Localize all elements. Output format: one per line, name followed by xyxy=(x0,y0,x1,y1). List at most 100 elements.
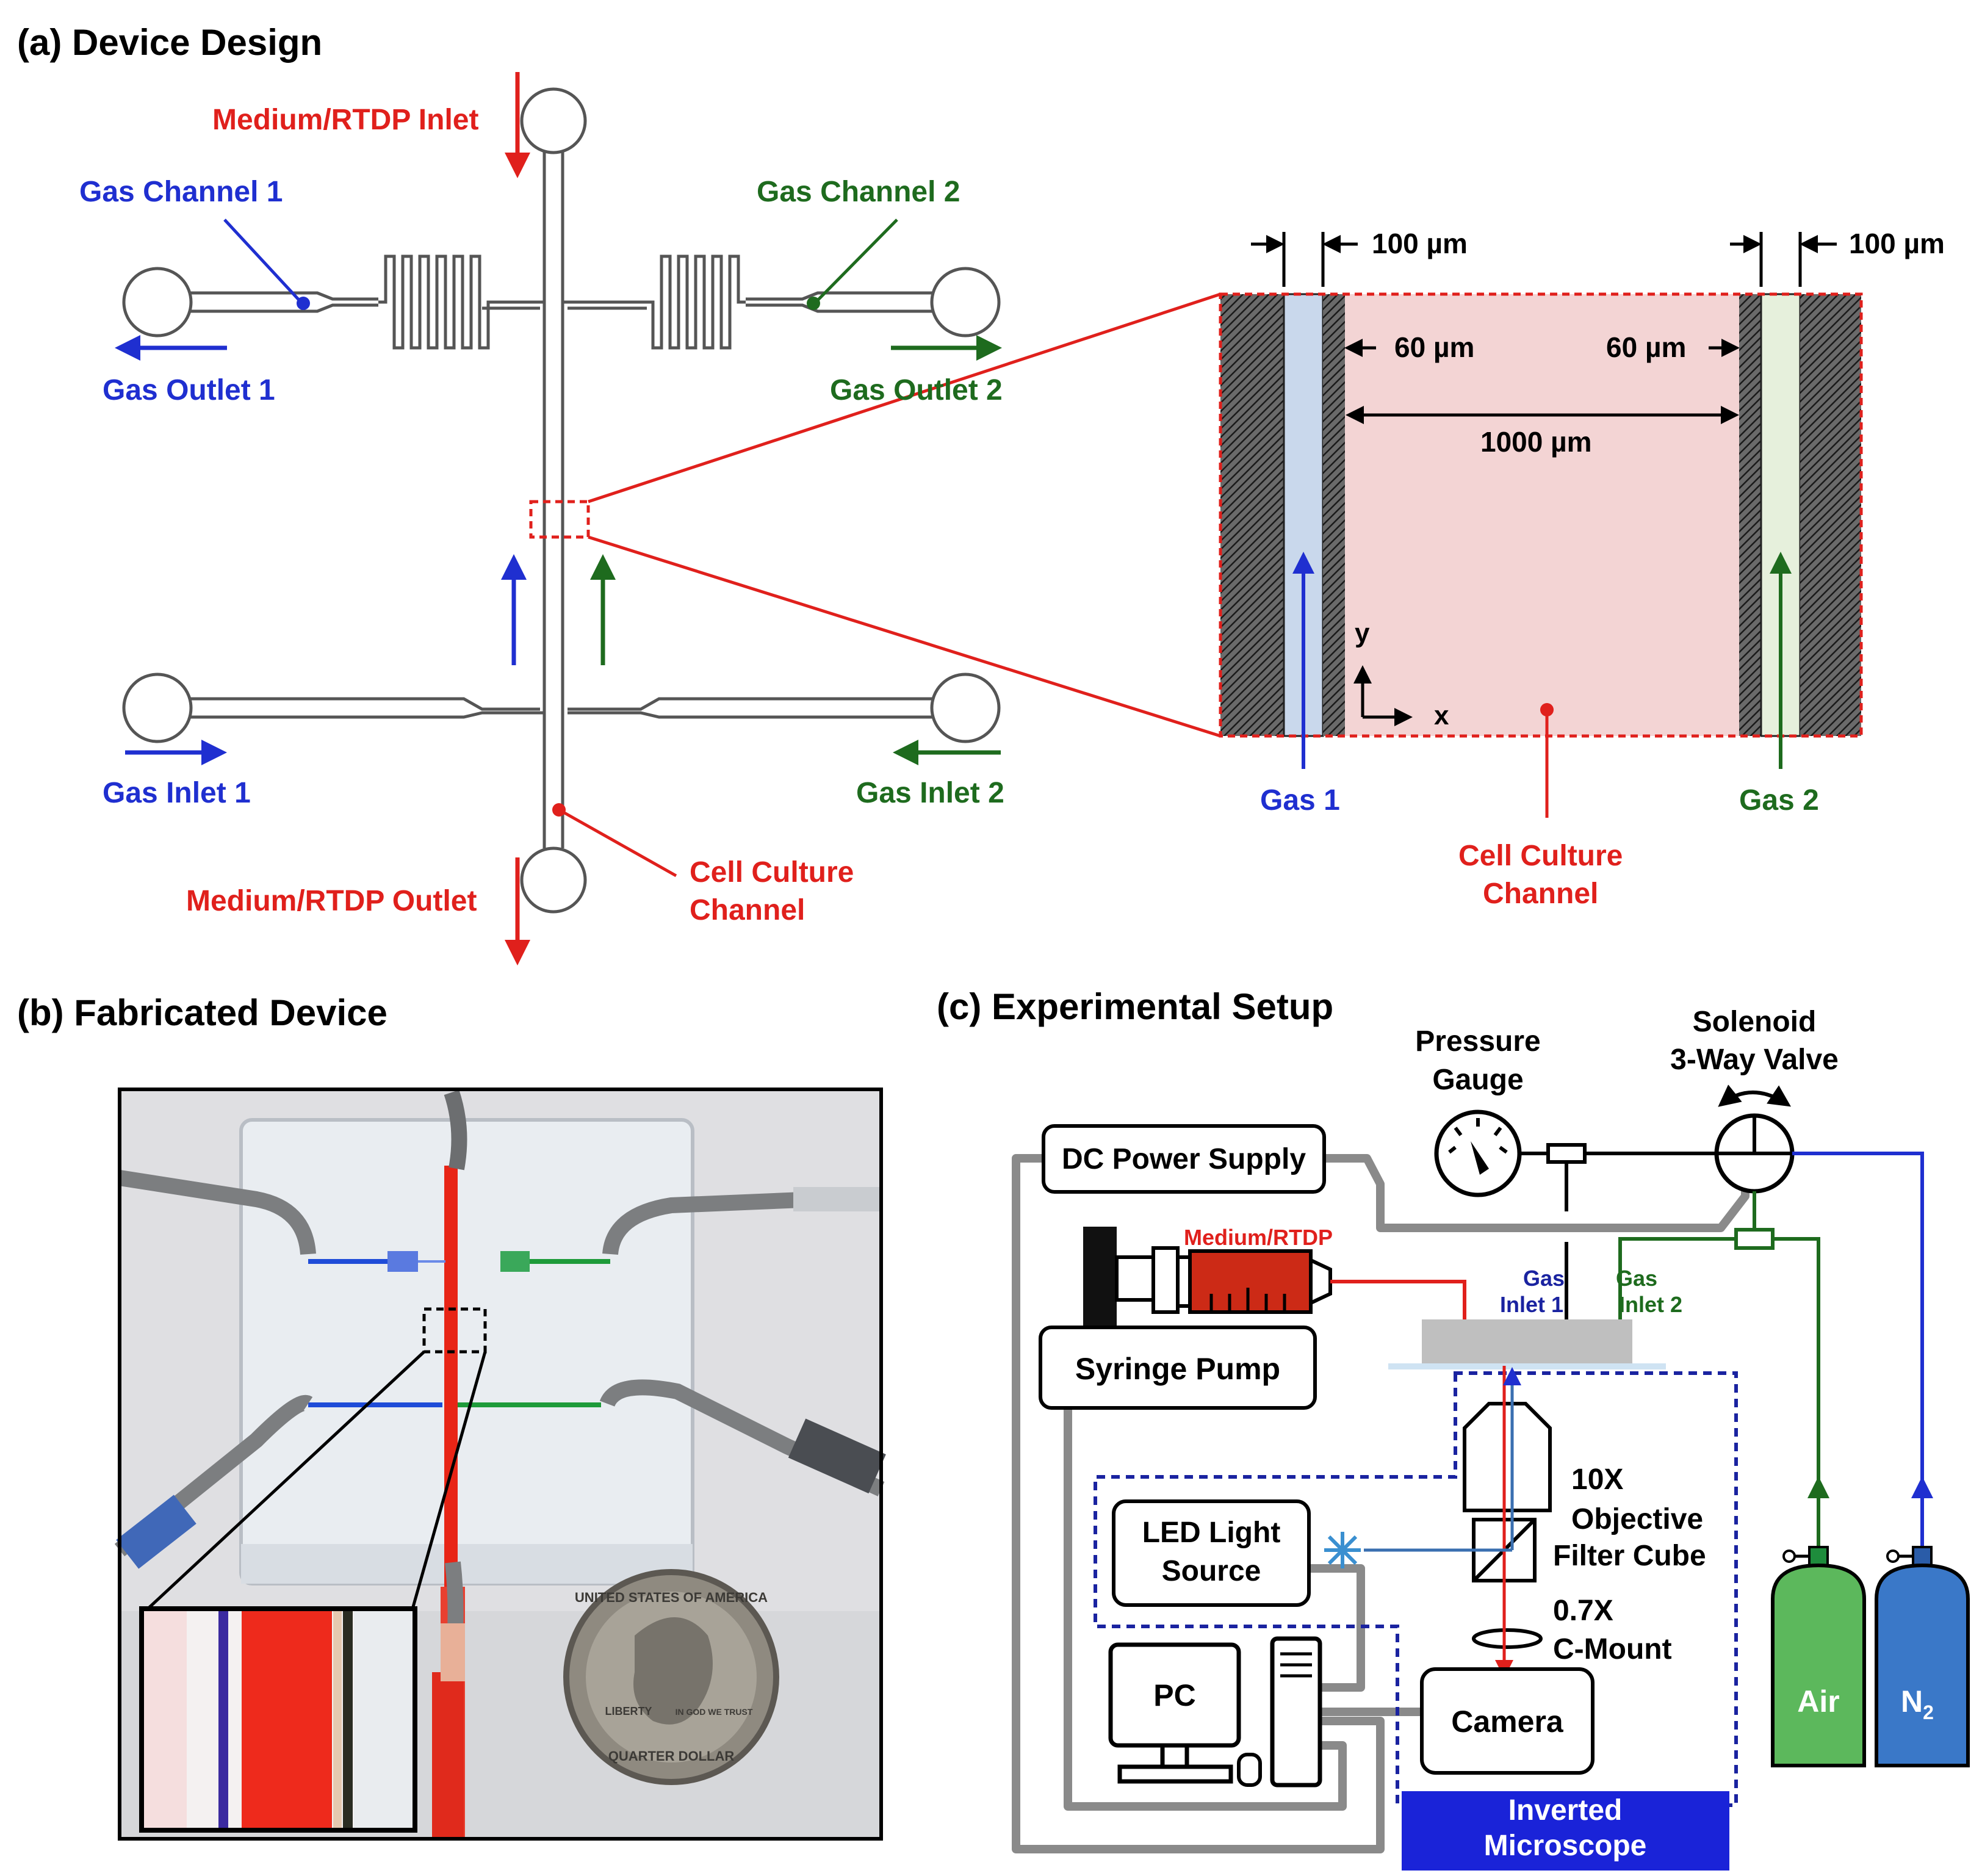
valve-label-2: 3-Way Valve xyxy=(1670,1044,1839,1076)
microscope-banner xyxy=(1402,1791,1729,1871)
chip-on-stage xyxy=(1422,1319,1632,1363)
microscope-label-2: Microscope xyxy=(1484,1830,1647,1862)
gap-left-label: 60 µm xyxy=(1394,331,1474,363)
gas-inlet-1-c-label-b: Inlet 1 xyxy=(1500,1292,1563,1317)
objective-icon xyxy=(1463,1402,1552,1512)
pressure-gauge-icon xyxy=(1434,1109,1522,1197)
n2-tank-icon xyxy=(1875,1546,1970,1767)
dim-right-label: 100 µm xyxy=(1849,228,1945,259)
light-star-icon xyxy=(1324,1532,1361,1568)
cell-culture-dot xyxy=(552,803,566,817)
photo-inset xyxy=(139,1606,417,1833)
dimension-marks xyxy=(1251,232,1837,726)
cell-culture-label-1: Cell Culture xyxy=(690,856,854,889)
device-photo xyxy=(114,1089,886,1839)
pc-icon xyxy=(1108,1636,1322,1788)
cell-culture-label-2: Channel xyxy=(690,894,805,926)
gas-outlet-1-label: Gas Outlet 1 xyxy=(103,374,275,406)
device-schematic xyxy=(122,87,1001,914)
cell-culture-zoom-label-2: Channel xyxy=(1483,878,1598,910)
filter-cube-label: Filter Cube xyxy=(1553,1540,1706,1572)
led-label-2: Source xyxy=(1162,1555,1261,1587)
axis-y-label: y xyxy=(1355,618,1370,648)
wall-right-outer xyxy=(1800,294,1861,736)
camera-box xyxy=(1420,1667,1595,1775)
syringe-icon xyxy=(1083,1227,1332,1333)
air-tank-icon xyxy=(1771,1546,1866,1767)
zoomed-cross-section xyxy=(1219,292,1863,738)
led-label-1: LED Light xyxy=(1142,1517,1281,1549)
gas-inlet-1-c-label-a: Gas xyxy=(1523,1266,1565,1291)
width-label: 1000 µm xyxy=(1480,426,1592,458)
gray-wiring xyxy=(1012,1154,1750,1853)
dim-left-label: 100 µm xyxy=(1372,228,1468,259)
gas-channel-1-dot xyxy=(297,297,310,310)
syringe-pump-box xyxy=(1039,1326,1317,1410)
c-mount-label-2: C-Mount xyxy=(1553,1633,1672,1665)
n2-line xyxy=(1792,1152,1924,1547)
coin-bottom-text: QUARTER DOLLAR xyxy=(608,1748,735,1764)
cell-culture-leader xyxy=(559,809,677,878)
quarter-coin xyxy=(563,1569,779,1785)
dc-power-supply-label: DC Power Supply xyxy=(1062,1143,1306,1175)
microscope-label-1: Inverted xyxy=(1508,1794,1623,1827)
zoom-line-top xyxy=(588,292,1221,503)
gas-channel-2-dot xyxy=(807,297,820,310)
air-label: Air xyxy=(1797,1684,1839,1719)
gas-channel-2-label: Gas Channel 2 xyxy=(757,176,960,208)
microscope-outline xyxy=(1094,1371,1738,1807)
objective-label-2: Objective xyxy=(1571,1503,1703,1535)
green-gas-lines xyxy=(1618,1191,1820,1547)
photo-frame xyxy=(118,1088,883,1841)
axis-x-label: x xyxy=(1434,701,1449,731)
syringe-pump-label: Syringe Pump xyxy=(1075,1352,1280,1386)
gas-lines-black xyxy=(1519,1143,1715,1355)
n2-label-main: N xyxy=(1901,1684,1923,1719)
gas-outlet-2-label: Gas Outlet 2 xyxy=(830,374,1003,406)
zoom-line-bottom xyxy=(588,535,1221,738)
cell-culture-zoom-label-1: Cell Culture xyxy=(1458,840,1623,872)
gas-channel-2-leader xyxy=(813,218,898,305)
pressure-label-1: Pressure xyxy=(1415,1025,1540,1058)
zoom-region-marker xyxy=(529,500,590,539)
dc-power-supply-box xyxy=(1042,1124,1326,1194)
gas-channel-1-leader xyxy=(223,218,303,305)
n2-label: N2 xyxy=(1901,1684,1934,1723)
gas-inlet-2-c-label-b: Inlet 2 xyxy=(1619,1292,1682,1317)
gas-channel-1-label: Gas Channel 1 xyxy=(79,176,283,208)
panel-c-title: (c) Experimental Setup xyxy=(937,986,1333,1027)
gas-inlet-2-c-label-a: Gas xyxy=(1616,1266,1657,1291)
led-source-box xyxy=(1112,1499,1311,1607)
coin-right-text: IN GOD WE TRUST xyxy=(676,1707,753,1717)
photo-zoom-marker xyxy=(422,1307,487,1354)
medium-c-label: Medium/RTDP xyxy=(1184,1225,1333,1250)
wall-left-inner xyxy=(1323,294,1345,736)
serpentine-left xyxy=(378,254,544,350)
medium-outlet-label: Medium/RTDP Outlet xyxy=(186,885,477,917)
coin-left-text: LIBERTY xyxy=(605,1705,652,1717)
valve-label-1: Solenoid xyxy=(1693,1006,1817,1038)
c-mount-label-1: 0.7X xyxy=(1553,1595,1613,1627)
gas1-zoom-label: Gas 1 xyxy=(1260,784,1340,817)
objective-label-1: 10X xyxy=(1571,1463,1623,1496)
panel-a-title: (a) Device Design xyxy=(17,22,322,63)
solenoid-valve-icon xyxy=(1714,1084,1795,1194)
gap-right-label: 60 µm xyxy=(1606,331,1686,363)
medium-inlet-label: Medium/RTDP Inlet xyxy=(212,104,478,136)
pc-label: PC xyxy=(1153,1678,1195,1712)
n2-label-sub: 2 xyxy=(1923,1701,1934,1723)
pressure-label-2: Gauge xyxy=(1432,1064,1523,1096)
wall-right-inner xyxy=(1739,294,1761,736)
gas-inlet-1-label: Gas Inlet 1 xyxy=(103,777,251,809)
gas-inlet-2-label: Gas Inlet 2 xyxy=(856,777,1004,809)
stage-glass xyxy=(1388,1363,1666,1369)
serpentine-right xyxy=(563,254,746,350)
gas2-zoom-label: Gas 2 xyxy=(1739,784,1819,817)
photo-red-channel xyxy=(444,1166,458,1587)
panel-b-title: (b) Fabricated Device xyxy=(17,992,387,1033)
camera-label: Camera xyxy=(1451,1705,1564,1739)
c-mount-lens-icon xyxy=(1472,1628,1543,1649)
coin-top-text: UNITED STATES OF AMERICA xyxy=(575,1590,768,1605)
cell-culture-zoom-dot xyxy=(1540,703,1554,716)
